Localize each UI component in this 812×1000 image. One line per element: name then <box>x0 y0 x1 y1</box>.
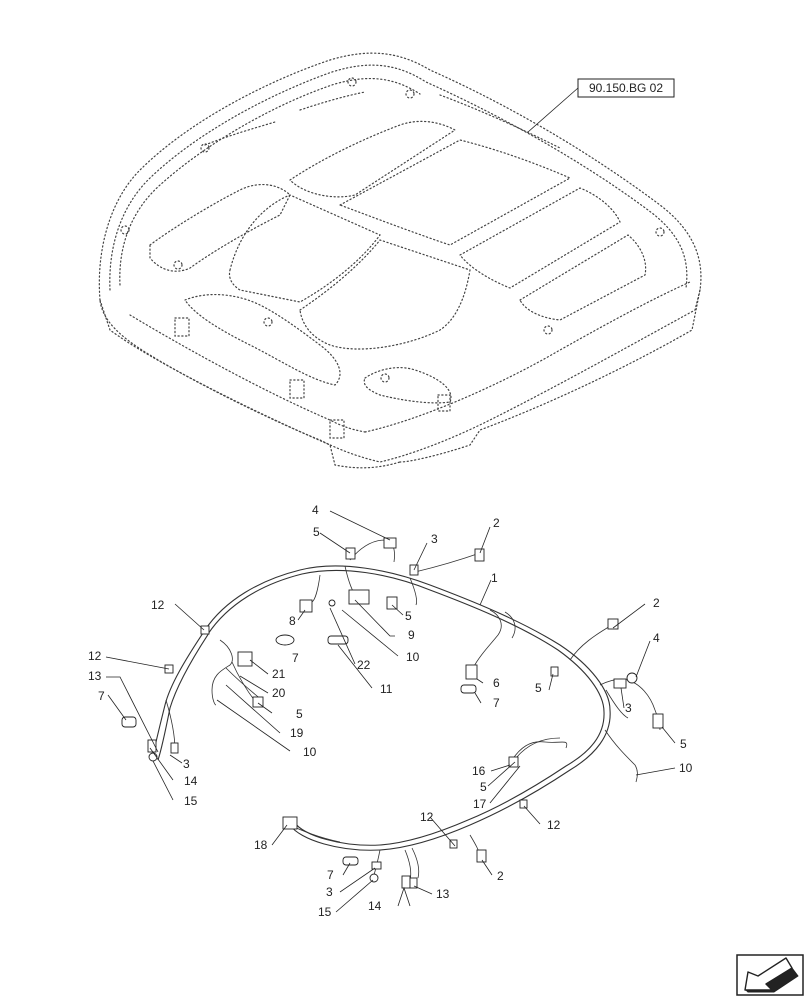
callout-5: 5 <box>680 737 687 751</box>
callout-14: 14 <box>184 774 198 788</box>
callout-12: 12 <box>420 810 434 824</box>
callout-20: 20 <box>272 686 286 700</box>
connector-5-right <box>652 713 664 729</box>
callout-17: 17 <box>473 797 487 811</box>
connector-14-lower <box>401 875 411 889</box>
callout-5: 5 <box>480 780 487 794</box>
connector-5-left <box>252 696 264 708</box>
connector-2-top <box>474 548 485 562</box>
connector-21 <box>237 651 253 667</box>
callout-3: 3 <box>183 757 190 771</box>
callout-5: 5 <box>296 707 303 721</box>
callout-16: 16 <box>472 764 486 778</box>
connector-3-right <box>613 678 627 689</box>
tie-12-upper <box>200 625 210 635</box>
harness-parts <box>121 537 664 889</box>
callout-21: 21 <box>272 667 286 681</box>
grommet-7-lower <box>342 856 359 866</box>
connector-5-right-mid <box>550 666 559 677</box>
callout-10: 10 <box>679 761 693 775</box>
callout-1: 1 <box>491 571 498 585</box>
callout-18: 18 <box>254 838 268 852</box>
callout-10: 10 <box>406 650 420 664</box>
callout-2: 2 <box>497 869 504 883</box>
arrow-icon[interactable] <box>736 954 804 996</box>
clip-11 <box>327 635 349 645</box>
grommet-7-center <box>275 634 295 646</box>
connector-3-left <box>170 742 179 754</box>
callout-6: 6 <box>493 676 500 690</box>
connector-9 <box>348 589 370 605</box>
connector-8 <box>299 599 313 613</box>
connector-2-lower <box>476 849 487 863</box>
callout-3: 3 <box>326 885 333 899</box>
callout-3: 3 <box>625 701 632 715</box>
wiring-harness <box>151 539 661 881</box>
connector-5-top <box>345 547 356 560</box>
connector-4-top <box>383 537 397 549</box>
callout-10: 10 <box>303 745 317 759</box>
callout-13: 13 <box>436 887 450 901</box>
callout-15: 15 <box>184 794 198 808</box>
callout-5: 5 <box>405 609 412 623</box>
callout-7: 7 <box>292 651 299 665</box>
connector-6 <box>465 664 478 680</box>
callout-12: 12 <box>547 818 561 832</box>
callout-4: 4 <box>312 503 319 517</box>
connector-16 <box>508 756 519 768</box>
callout-8: 8 <box>289 614 296 628</box>
fastener-22 <box>328 599 336 607</box>
callout-7: 7 <box>98 689 105 703</box>
connector-4-right <box>626 672 638 684</box>
leader-lines <box>105 510 676 913</box>
cab-roof-outline <box>98 52 702 469</box>
callouts: 1 2 2 2 3 3 3 3 4 4 5 5 5 5 5 5 6 7 7 7 … <box>88 503 693 919</box>
callout-4: 4 <box>653 631 660 645</box>
connector-15-lower <box>369 873 379 883</box>
callout-12: 12 <box>88 649 102 663</box>
callout-9: 9 <box>408 628 415 642</box>
callout-14: 14 <box>368 899 382 913</box>
connector-15-left <box>148 752 158 762</box>
grommet-7-center-right <box>460 684 477 694</box>
connector-5-mid <box>386 596 398 610</box>
grommet-7-left <box>121 716 137 728</box>
callout-3: 3 <box>431 532 438 546</box>
callout-5: 5 <box>535 681 542 695</box>
callout-12: 12 <box>151 598 165 612</box>
reference-link[interactable]: 90.150.BG 02 <box>527 78 675 133</box>
tie-12-right <box>519 799 528 809</box>
reference-label[interactable]: 90.150.BG 02 <box>589 81 663 95</box>
callout-22: 22 <box>357 658 371 672</box>
connector-13-lower <box>409 877 418 889</box>
callout-2: 2 <box>653 596 660 610</box>
callout-2: 2 <box>493 516 500 530</box>
connector-3-lower <box>371 861 382 870</box>
callout-11: 11 <box>380 682 393 696</box>
callout-5: 5 <box>313 525 320 539</box>
callout-19: 19 <box>290 726 304 740</box>
callout-13: 13 <box>88 669 102 683</box>
callout-7: 7 <box>493 696 500 710</box>
callout-15: 15 <box>318 905 332 919</box>
callout-7: 7 <box>327 868 334 882</box>
